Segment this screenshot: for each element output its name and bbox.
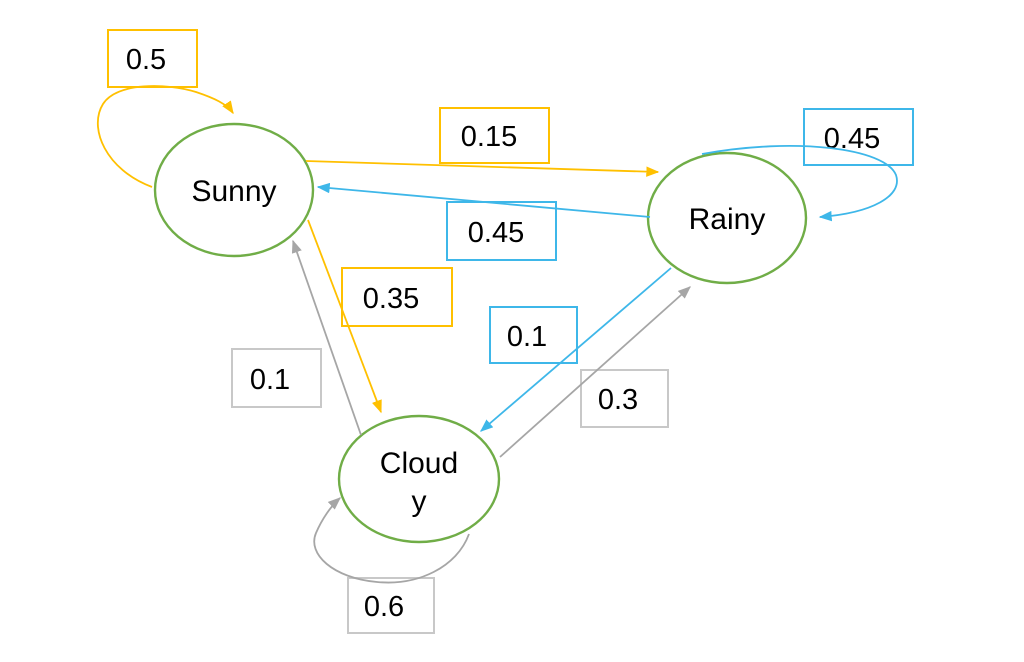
- node-rainy-label: Rainy: [689, 203, 766, 236]
- node-sunny-label: Sunny: [191, 175, 276, 208]
- edge-rainy-to-sunny: [316, 182, 651, 218]
- edge-cloudy-to-sunny: [291, 239, 362, 436]
- edge-sunny-to-rainy: [305, 160, 660, 177]
- edge-rainy-to-rainy-self-loop: [701, 144, 898, 222]
- probability-box-rainy-to-cloudy: [489, 306, 578, 364]
- probability-label-cloudy-to-rainy: 0.3: [598, 384, 638, 416]
- probability-box-cloudy-to-rainy: [580, 369, 669, 428]
- probability-label-sunny-to-cloudy: 0.35: [363, 283, 419, 315]
- node-cloudy-label-line1: Cloud: [380, 447, 458, 480]
- probability-label-cloudy-to-cloudy: 0.6: [364, 591, 404, 623]
- probability-label-sunny-to-sunny: 0.5: [126, 44, 166, 76]
- edge-cloudy-to-cloudy-self-loop: [313, 497, 470, 584]
- edge-rainy-to-cloudy: [480, 267, 672, 432]
- probability-box-rainy-to-rainy: [803, 108, 914, 166]
- probability-label-rainy-to-rainy: 0.45: [824, 123, 880, 155]
- probability-label-cloudy-to-sunny: 0.1: [250, 364, 290, 396]
- probability-box-cloudy-to-cloudy: [347, 577, 435, 634]
- node-sunny: [153, 122, 315, 258]
- probability-label-rainy-to-cloudy: 0.1: [507, 321, 547, 353]
- probability-box-sunny-to-rainy: [439, 107, 550, 164]
- probability-label-rainy-to-sunny: 0.45: [468, 217, 524, 249]
- probability-box-sunny-to-cloudy: [341, 267, 453, 327]
- probability-box-cloudy-to-sunny: [231, 348, 322, 408]
- probability-box-sunny-to-sunny: [107, 29, 198, 88]
- edge-sunny-to-cloudy: [307, 219, 382, 414]
- probability-label-sunny-to-rainy: 0.15: [461, 121, 517, 153]
- node-rainy: [646, 151, 808, 285]
- edge-sunny-to-sunny-self-loop: [96, 85, 234, 188]
- node-cloudy: [337, 414, 501, 544]
- probability-box-rainy-to-sunny: [446, 201, 557, 261]
- edge-cloudy-to-rainy: [499, 286, 691, 458]
- node-cloudy-label-line2: y: [412, 485, 427, 518]
